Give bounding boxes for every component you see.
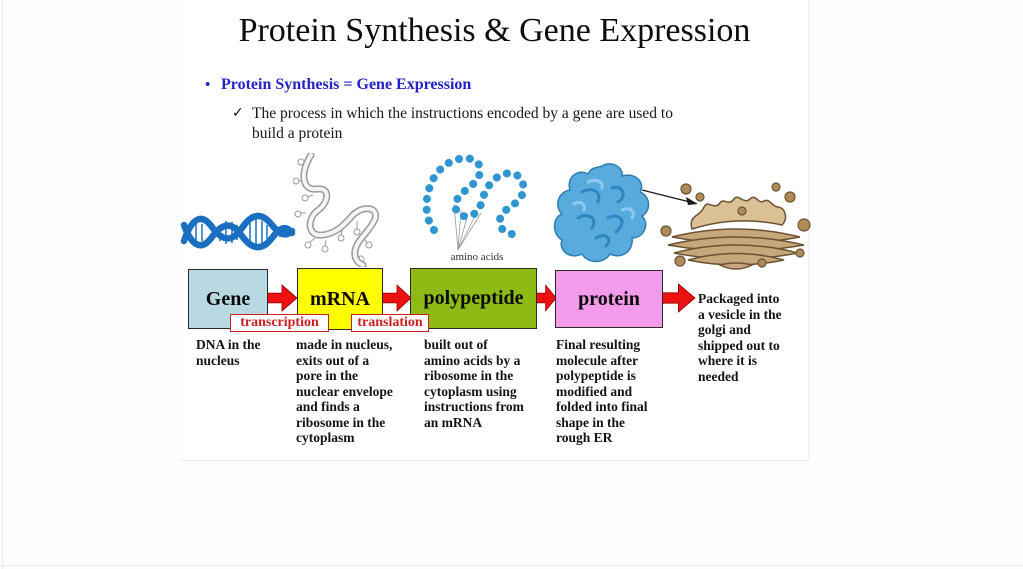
check-line: ✓ The process in which the instructions … bbox=[232, 104, 792, 144]
stage-label-protein: protein bbox=[578, 287, 640, 310]
flow-arrow-icon-1 bbox=[266, 284, 298, 312]
stage-description-mrna: made in nucleus, exits out of a pore in … bbox=[296, 337, 393, 445]
slide: Protein Synthesis & Gene Expression • Pro… bbox=[180, 0, 811, 461]
slide-title: Protein Synthesis & Gene Expression bbox=[238, 12, 751, 49]
bullet-text: Protein Synthesis = Gene Expression bbox=[221, 76, 472, 93]
check-text: The process in which the instructions en… bbox=[252, 105, 673, 142]
flow-arrow-icon-2 bbox=[382, 284, 412, 312]
flow-arrow-icon-3 bbox=[534, 284, 557, 312]
stage-description-polypeptide: built out of amino acids by a ribosome i… bbox=[424, 337, 524, 430]
final-note-text: Packaged into a vesicle in the golgi and… bbox=[698, 291, 782, 384]
dna-double-helix-icon bbox=[180, 212, 296, 251]
stage-label-gene: Gene bbox=[205, 287, 251, 310]
mrna-strand-icon bbox=[293, 153, 380, 267]
stage-description-protein: Final resulting molecule after polypepti… bbox=[556, 337, 648, 445]
stage-box-protein: protein bbox=[555, 270, 663, 328]
process-label-transcription: transcription bbox=[230, 314, 329, 332]
protein-molecule-icon bbox=[553, 163, 650, 263]
process-label-translation: translation bbox=[351, 314, 429, 332]
bullet-icon: • bbox=[205, 77, 211, 93]
window-edge-bottom bbox=[0, 565, 1023, 566]
protein-to-golgi-arrow bbox=[641, 189, 698, 205]
golgi-apparatus-icon bbox=[660, 182, 811, 270]
polypeptide-chain-icon bbox=[422, 154, 528, 251]
stage-label-polypeptide: polypeptide bbox=[423, 287, 524, 309]
stage-box-polypeptide: polypeptide bbox=[410, 268, 537, 329]
stage-description-gene: DNA in the nucleus bbox=[196, 337, 261, 368]
stage-label-mrna: mRNA bbox=[310, 287, 370, 310]
checkmark-icon: ✓ bbox=[232, 106, 244, 121]
amino-acids-label: amino acids bbox=[450, 251, 504, 263]
bullet-line: • Protein Synthesis = Gene Expression bbox=[205, 76, 471, 94]
window-edge-left bbox=[2, 0, 3, 569]
flow-arrow-icon-4 bbox=[661, 283, 696, 313]
